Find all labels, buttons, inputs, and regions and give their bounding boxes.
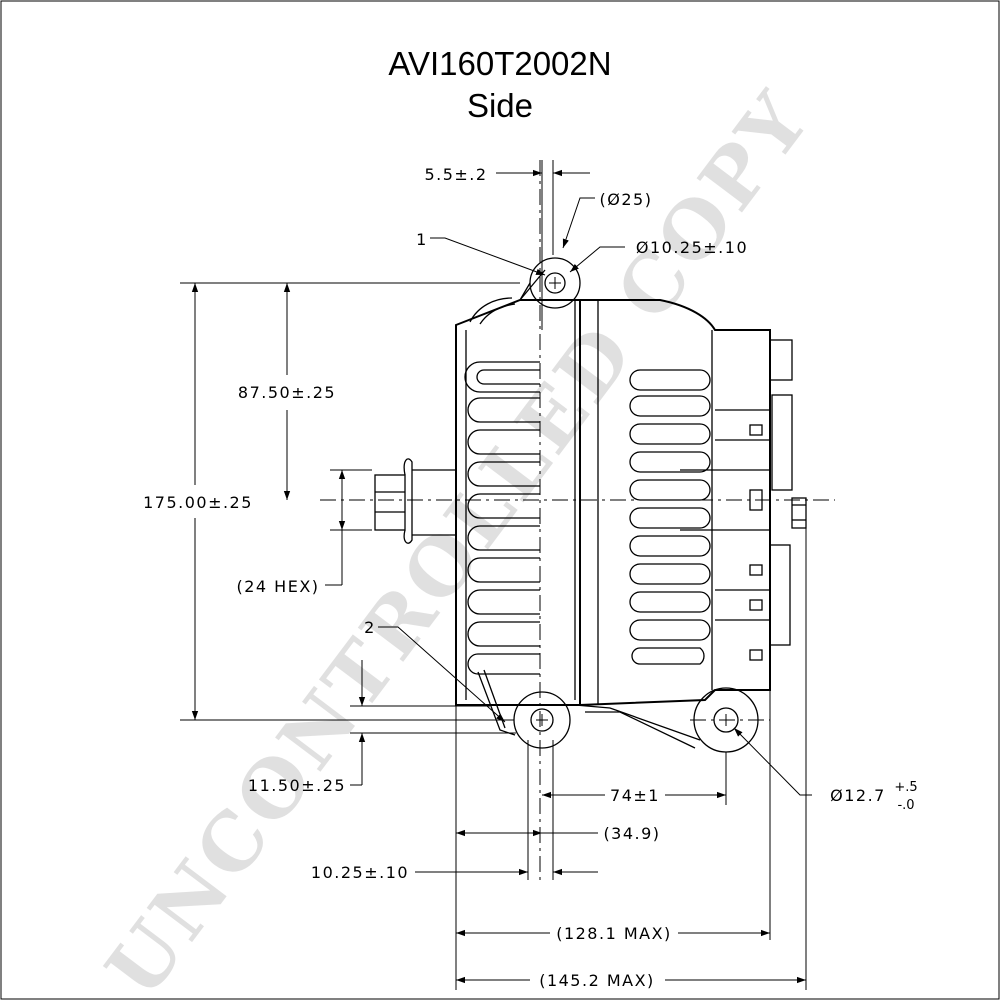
dim-overall-height: 175.00±.25 <box>143 493 253 512</box>
pulley-shaft-hex-nut <box>374 458 456 544</box>
view-subtitle: Side <box>467 87 533 124</box>
front-vent-slots <box>464 361 540 675</box>
dim-top-offset: 5.5±.2 <box>424 165 487 184</box>
dim-reference-length: (34.9) <box>603 824 660 843</box>
top-mounting-ear <box>519 257 581 309</box>
callout-item-2: 2 <box>364 618 376 637</box>
extension-lines <box>180 160 807 990</box>
uncontrolled-copy-watermark: UNCONTROLLED COPY <box>89 74 828 1000</box>
dim-max-length-overall: (145.2 MAX) <box>539 971 655 990</box>
dim-bottom-hole-diameter: 10.25±.10 <box>311 863 409 882</box>
dimension-lines <box>191 169 812 984</box>
dim-rear-hole-tolerance-minus: -.0 <box>897 798 914 813</box>
rear-vent-slots <box>629 369 711 665</box>
dim-rear-hole-tolerance-plus: +.5 <box>894 780 917 795</box>
dim-hole-spacing: 74±1 <box>610 786 660 805</box>
bottom-mounting-ear <box>477 669 571 749</box>
dim-rear-hole-diameter: Ø12.7 <box>830 786 886 805</box>
dim-top-hole-boss: (Ø25) <box>600 190 653 209</box>
dim-top-hole-diameter: Ø10.25±.10 <box>636 238 748 257</box>
dim-bottom-offset: 11.50±.25 <box>248 776 346 795</box>
center-lines <box>320 160 835 880</box>
alternator-body <box>455 269 807 706</box>
callout-item-1: 1 <box>416 230 428 249</box>
dim-hex-size: (24 HEX) <box>236 577 319 596</box>
dim-max-length-housing: (128.1 MAX) <box>556 924 672 943</box>
dim-half-height: 87.50±.25 <box>238 383 336 402</box>
part-number-title: AVI160T2002N <box>388 45 611 82</box>
